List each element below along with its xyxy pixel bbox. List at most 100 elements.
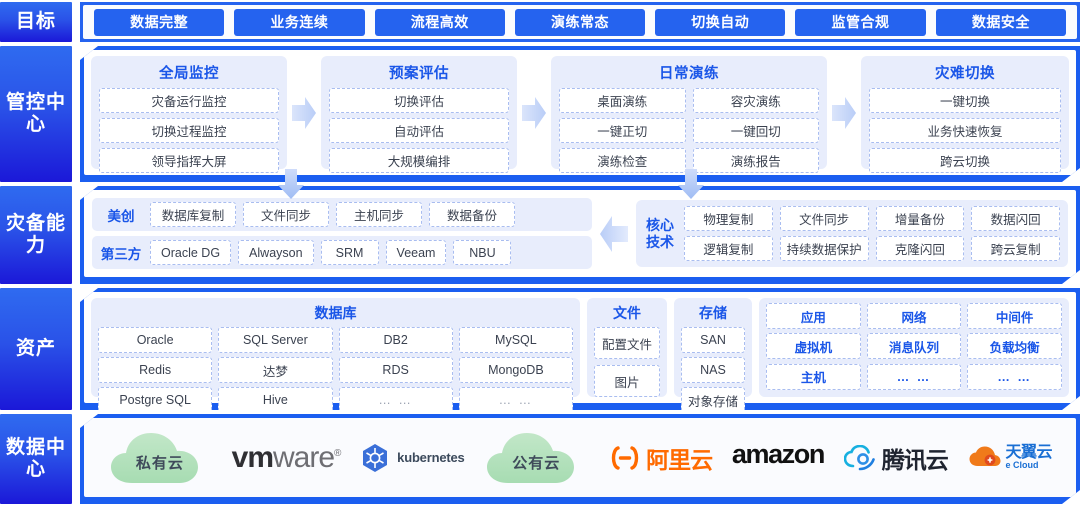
cell-dr-drill[interactable]: 容灾演练 (693, 88, 820, 113)
cell-file-sync[interactable]: 文件同步 (780, 206, 869, 231)
dr-core-tech-grid: 物理复制 文件同步 增量备份 数据闪回 逻辑复制 持续数据保护 克隆闪回 跨云复… (684, 206, 1060, 261)
cell-auto-evaluation[interactable]: 自动评估 (329, 118, 509, 143)
cell-mysql[interactable]: MySQL (459, 327, 573, 353)
cell-alwayson[interactable]: Alwayson (238, 240, 314, 265)
cloud-icon (484, 429, 588, 487)
asset-groups: 数据库 Oracle SQL Server DB2 MySQL Redis 达梦… (84, 292, 1076, 403)
cell-sql-server[interactable]: SQL Server (218, 327, 332, 353)
cell-nbu[interactable]: NBU (453, 240, 511, 265)
group-disaster-switchover: 灾难切换 一键切换 业务快速恢复 跨云切换 (861, 56, 1069, 169)
cell-data-backup[interactable]: 数据备份 (429, 202, 515, 227)
goal-chip-strip: 数据完整 业务连续 流程高效 演练常态 切换自动 监管合规 数据安全 (83, 5, 1077, 39)
cell-san[interactable]: SAN (681, 327, 745, 353)
dr-band-tag: 美创 (107, 208, 135, 224)
cell-application[interactable]: 应用 (766, 303, 861, 329)
goal-chip-data-security[interactable]: 数据安全 (935, 8, 1066, 36)
dr-content: 美创 数据库复制 文件同步 主机同步 数据备份 第三方 Oracle DG Al… (84, 190, 1076, 277)
cell-clone-flashback[interactable]: 克隆闪回 (876, 236, 965, 261)
cell-more-2[interactable]: … … (459, 387, 573, 413)
cell-file-sync[interactable]: 文件同步 (243, 202, 329, 227)
goal-chip-data-integrity[interactable]: 数据完整 (94, 8, 225, 36)
cell-incremental-backup[interactable]: 增量备份 (876, 206, 965, 231)
cell-message-queue[interactable]: 消息队列 (867, 333, 962, 359)
logo-label: kubernetes (397, 450, 465, 465)
cell-physical-replication[interactable]: 物理复制 (684, 206, 773, 231)
dr-core-tech-label: 核心技术 (646, 216, 674, 250)
cell-network[interactable]: 网络 (867, 303, 962, 329)
cell-image-file[interactable]: 图片 (594, 365, 660, 397)
cell-more-3[interactable]: … … (867, 364, 962, 390)
arrow-left-icon (598, 213, 630, 255)
file-grid: 配置文件 图片 (594, 327, 660, 397)
logo-tianyi-cloud: 天翼云 e Cloud (968, 422, 1053, 493)
logo-amazon: amazon (732, 422, 824, 493)
cell-middleware[interactable]: 中间件 (967, 303, 1062, 329)
group-title: 预案评估 (389, 66, 449, 82)
cell-one-click-switch[interactable]: 一键切换 (869, 88, 1061, 113)
cell-drill-check[interactable]: 演练检查 (559, 148, 686, 173)
cell-switch-evaluation[interactable]: 切换评估 (329, 88, 509, 113)
goal-chip-business-continuity[interactable]: 业务连续 (234, 8, 365, 36)
logo-kubernetes: kubernetes (360, 422, 464, 493)
cell-more-4[interactable]: … … (967, 364, 1062, 390)
cell-config-file[interactable]: 配置文件 (594, 327, 660, 359)
logo-label: 公有云 (512, 454, 561, 472)
cell-one-click-failover[interactable]: 一键正切 (559, 118, 686, 143)
cell-load-balancer[interactable]: 负载均衡 (967, 333, 1062, 359)
cell-one-click-failback[interactable]: 一键回切 (693, 118, 820, 143)
flow-arrow-1 (287, 56, 321, 169)
group-title: 全局监控 (159, 66, 219, 82)
cell-cross-cloud-replication[interactable]: 跨云复制 (971, 236, 1060, 261)
cell-large-scale-orchestration[interactable]: 大规模编排 (329, 148, 509, 173)
row-label-goal: 目标 (0, 2, 72, 42)
goal-chip-drill-normalized[interactable]: 演练常态 (514, 8, 646, 36)
cell-more-1[interactable]: … … (339, 387, 453, 413)
cell-host-sync[interactable]: 主机同步 (336, 202, 422, 227)
logo-label: 腾讯云 (881, 446, 948, 473)
asset-group-storage: 存储 SAN NAS 对象存储 (674, 298, 752, 397)
cell-postgresql[interactable]: Postgre SQL (98, 387, 212, 413)
datacenter-row: 数据中心 私有云 vmware® (0, 414, 1080, 504)
goal-chip-process-efficiency[interactable]: 流程高效 (374, 8, 505, 36)
cell-srm[interactable]: SRM (321, 240, 379, 265)
cell-nas[interactable]: NAS (681, 357, 745, 383)
cell-logical-replication[interactable]: 逻辑复制 (684, 236, 773, 261)
cell-drill-report[interactable]: 演练报告 (693, 148, 820, 173)
row-label-asset: 资产 (0, 288, 72, 410)
cell-virtual-machine[interactable]: 虚拟机 (766, 333, 861, 359)
other-asset-grid: 应用 网络 中间件 虚拟机 消息队列 负载均衡 主机 … … … … (766, 303, 1062, 390)
cell-db2[interactable]: DB2 (339, 327, 453, 353)
cell-oracle[interactable]: Oracle (98, 327, 212, 353)
cell-cdp[interactable]: 持续数据保护 (780, 236, 869, 261)
group-daily-drill: 日常演练 桌面演练 一键正切 演练检查 容灾演练 一键回切 演练报告 (551, 56, 827, 169)
goal-chip-regulatory[interactable]: 监管合规 (795, 8, 926, 36)
cell-object-storage[interactable]: 对象存储 (681, 387, 745, 413)
goal-chip-auto-switch[interactable]: 切换自动 (655, 8, 786, 36)
row-label-datacenter: 数据中心 (0, 414, 72, 504)
cell-cross-cloud-switch[interactable]: 跨云切换 (869, 148, 1061, 173)
datacenter-logos: 私有云 vmware® kubernetes (84, 418, 1076, 497)
logo-tencent-cloud: 腾讯云 (844, 422, 948, 493)
cell-host[interactable]: 主机 (766, 364, 861, 390)
cell-dr-runtime-monitor[interactable]: 灾备运行监控 (99, 88, 279, 113)
cell-fast-business-recovery[interactable]: 业务快速恢复 (869, 118, 1061, 143)
logo-public-cloud: 公有云 (484, 422, 588, 493)
cell-data-flashback[interactable]: 数据闪回 (971, 206, 1060, 231)
row-label-management-center: 管控中心 (0, 46, 72, 182)
cell-veeam[interactable]: Veeam (386, 240, 447, 265)
cell-hive[interactable]: Hive (218, 387, 332, 413)
datacenter-plate: 私有云 vmware® kubernetes (80, 414, 1080, 504)
flow-arrow-left (592, 213, 636, 255)
cell-tabletop-drill[interactable]: 桌面演练 (559, 88, 686, 113)
cell-leader-dashboard[interactable]: 领导指挥大屏 (99, 148, 279, 173)
cell-db-replication[interactable]: 数据库复制 (150, 202, 236, 227)
cell-dameng[interactable]: 达梦 (218, 357, 332, 383)
dr-band-third-party: 第三方 Oracle DG Alwayson SRM Veeam NBU (92, 236, 592, 269)
cell-switch-process-monitor[interactable]: 切换过程监控 (99, 118, 279, 143)
logo-alibaba-cloud: 阿里云 (608, 422, 712, 493)
cell-oracle-dg[interactable]: Oracle DG (150, 240, 231, 265)
cell-rds[interactable]: RDS (339, 357, 453, 383)
cell-mongodb[interactable]: MongoDB (459, 357, 573, 383)
cell-redis[interactable]: Redis (98, 357, 212, 383)
